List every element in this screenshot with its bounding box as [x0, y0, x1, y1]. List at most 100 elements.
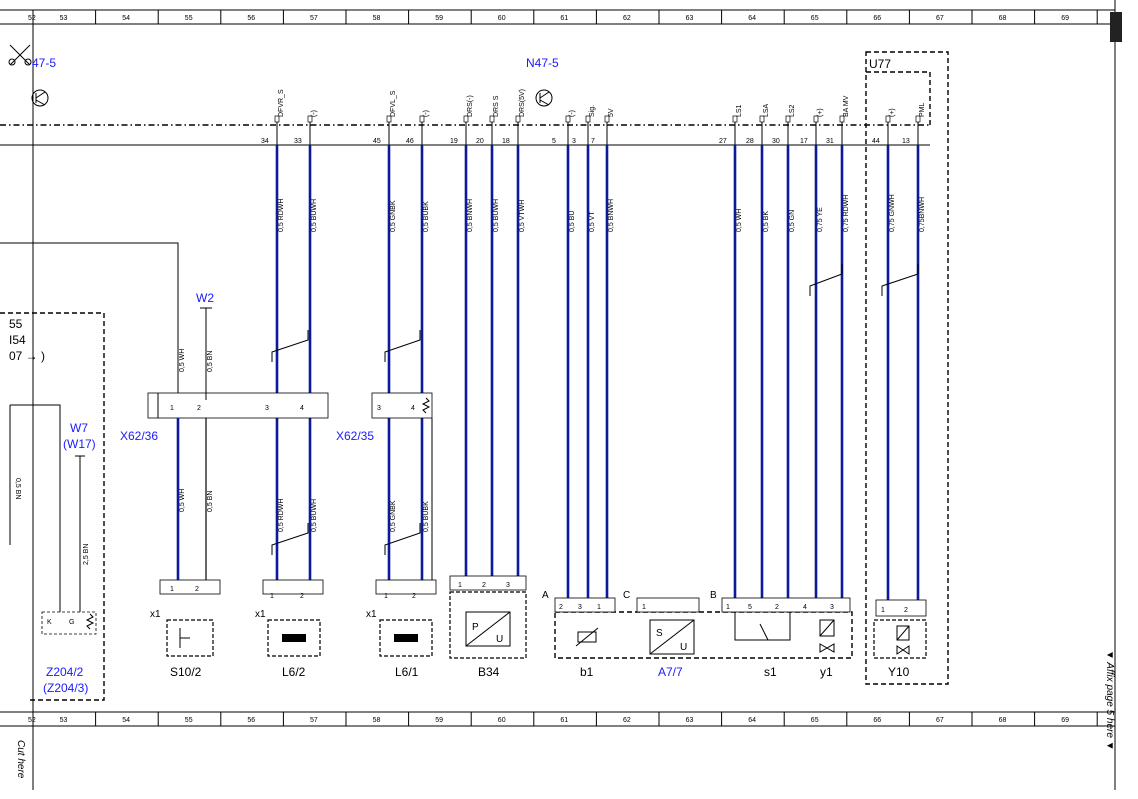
pin-label: (+)	[889, 108, 896, 117]
transistor-icon	[535, 89, 553, 107]
grid-column-label: 69	[1061, 15, 1069, 22]
wire-label: 0,5 WH	[179, 349, 186, 372]
grid-column-label: 56	[247, 717, 255, 724]
y1-label: y1	[820, 665, 833, 679]
svg-text:1: 1	[881, 607, 885, 614]
grid-column-label: 59	[435, 717, 443, 724]
affix-note: ▼ Affix page 5 here ▼	[1104, 650, 1115, 751]
svg-text:G: G	[69, 619, 74, 626]
svg-text:2: 2	[775, 604, 779, 611]
w7-label: W7	[70, 421, 88, 435]
pin-label: LS1	[736, 104, 743, 117]
pin-number: 17	[800, 138, 808, 145]
grid-column-label: 61	[560, 15, 568, 22]
svg-text:K: K	[47, 619, 52, 626]
a7-7-component: A C B 2 3 1 1 1 5 2 4 3 b1 S U A7/7 s1 y…	[542, 590, 853, 679]
b1-label: b1	[580, 665, 594, 679]
pin-number: 7	[591, 138, 595, 145]
pin-number: 27	[719, 138, 727, 145]
wire-label: 0,5 BUWH	[311, 199, 318, 232]
pin-number: 5	[552, 138, 556, 145]
wire-label: 0,5 RDWH	[278, 499, 285, 532]
grid-column-label: 52	[28, 717, 36, 724]
svg-text:B: B	[710, 590, 717, 601]
cut-here-note: Cut here	[15, 740, 26, 779]
wire-label: 0,5 GNBK	[390, 200, 397, 232]
grid-column-label: 53	[60, 717, 68, 724]
pin-label: LS2	[789, 104, 796, 117]
grid-column-label: 53	[60, 15, 68, 22]
left-ref-55: 55	[9, 317, 23, 331]
x62-36-label: X62/36	[120, 429, 158, 443]
grid-column-label: 68	[999, 15, 1007, 22]
s1-label: s1	[764, 665, 777, 679]
shield-brackets	[271, 264, 919, 362]
l6-2-label: L6/2	[282, 665, 306, 679]
wire-to-x62-36	[0, 242, 179, 400]
pin-label: DRS(-)	[467, 95, 474, 117]
page-corner-mark	[1110, 12, 1122, 42]
pin-number: 45	[373, 138, 381, 145]
w2-label: W2	[196, 291, 214, 305]
svg-text:2: 2	[300, 593, 304, 600]
wire-label: 0,75 YE	[817, 207, 824, 232]
pin-label: 5V	[608, 108, 615, 117]
wire-label: 0,5 BN	[14, 478, 21, 499]
u77-module-boundary	[865, 51, 949, 685]
grid-column-label: 68	[999, 717, 1007, 724]
wire-label: 0,75BNWH	[919, 197, 926, 232]
x62-35-connector	[371, 392, 433, 419]
svg-text:1: 1	[458, 582, 462, 589]
wire-label: 0,75 GNWH	[889, 194, 896, 232]
pin-number: 28	[746, 138, 754, 145]
wire-label: 0,5 BUBK	[423, 501, 430, 532]
pin-number: 33	[294, 138, 302, 145]
pin-number: 44	[872, 138, 880, 145]
pin-number: 20	[476, 138, 484, 145]
grid-column-label: 62	[623, 717, 631, 724]
grid-column-label: 55	[185, 15, 193, 22]
svg-text:3: 3	[377, 405, 381, 412]
pin-label: Sig.	[589, 105, 596, 117]
svg-text:3: 3	[506, 582, 510, 589]
wire-label: 0,5 VTWH	[519, 200, 526, 232]
wire-label: 0,75 RDWH	[843, 195, 850, 232]
svg-text:1: 1	[384, 593, 388, 600]
svg-text:x1: x1	[150, 609, 161, 620]
grid-column-label: 63	[686, 15, 694, 22]
pin-label: PML	[919, 103, 926, 118]
z204-3-label: (Z204/3)	[43, 681, 88, 695]
pin-number: 34	[261, 138, 269, 145]
l6-2-component: 1 2 x1 L6/2	[255, 579, 324, 679]
svg-text:1: 1	[270, 593, 274, 600]
grid-column-label: 69	[1061, 717, 1069, 724]
svg-text:x1: x1	[366, 609, 377, 620]
svg-text:4: 4	[411, 405, 415, 412]
wire-label: 0,5 BU	[569, 211, 576, 232]
wire-label: 0,5 RDWH	[278, 199, 285, 232]
svg-text:A: A	[542, 590, 549, 601]
wire-label: 0,5 BN	[207, 351, 214, 372]
svg-text:x1: x1	[255, 609, 266, 620]
svg-text:P: P	[472, 622, 479, 633]
pin-label: (-)	[311, 110, 318, 117]
grid-column-label: 66	[873, 15, 881, 22]
pin-label: (-)	[569, 110, 576, 117]
left-component-boundary	[0, 312, 105, 701]
grid-column-label: 66	[873, 717, 881, 724]
w17-label: (W17)	[63, 437, 96, 451]
svg-text:4: 4	[803, 604, 807, 611]
l6-1-label: L6/1	[395, 665, 419, 679]
n47-label: N47-5	[526, 56, 559, 70]
y10-label: Y10	[888, 665, 910, 679]
svg-text:U: U	[680, 642, 687, 653]
svg-text:4: 4	[300, 405, 304, 412]
left-ref-154: I54	[9, 333, 26, 347]
pin-label: DRS S	[493, 95, 500, 117]
svg-text:1: 1	[597, 604, 601, 611]
u77-label: U77	[869, 57, 891, 71]
